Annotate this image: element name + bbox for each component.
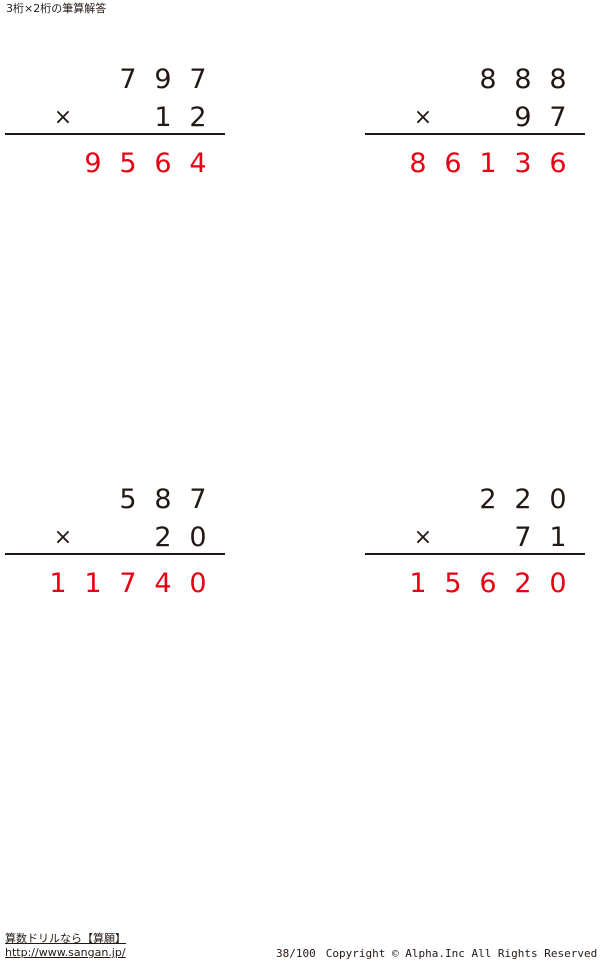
digit-cell: 8 [479,64,497,95]
problem-3: 5 8 7 × 2 0 1 1 7 4 0 [0,475,240,599]
digit-cell [80,521,106,555]
page-number: 38/100 [276,947,316,960]
digit-cell [440,63,466,97]
digit-cell: 7 [119,568,137,599]
multiplier-row: 9 7 [360,101,600,135]
digit-cell [45,101,71,135]
digit-cell [45,147,71,181]
digit-cell [440,101,466,135]
digit-cell: 3 [514,148,532,179]
digit-cell: 9 [514,102,532,133]
digit-cell [475,101,501,135]
digit-cell: 4 [154,568,172,599]
digit-cell [405,101,431,135]
digit-cell [115,521,141,555]
digit-cell: 5 [444,568,462,599]
digit-cell [115,101,141,135]
multiplicand-row: 2 2 0 [360,483,600,517]
multiplication-sign: × [413,105,433,130]
digit-cell: 7 [514,522,532,553]
digit-cell: 9 [154,64,172,95]
digit-cell: 1 [49,568,67,599]
product-row: 1 5 6 2 0 [360,567,600,601]
digit-cell: 1 [84,568,102,599]
digit-cell: 0 [549,484,567,515]
digit-cell: 2 [154,522,172,553]
product-row: 9 5 6 4 [0,147,240,181]
digit-cell: 7 [189,64,207,95]
digit-cell [405,483,431,517]
digit-cell: 0 [189,568,207,599]
digit-cell: 6 [549,148,567,179]
multiplication-sign: × [413,525,433,550]
digit-cell: 8 [409,148,427,179]
digit-cell: 1 [479,148,497,179]
digit-cell: 2 [514,568,532,599]
digit-cell: 6 [154,148,172,179]
digit-cell: 7 [549,102,567,133]
digit-cell [45,63,71,97]
digit-cell: 7 [119,64,137,95]
multiplicand-row: 7 9 7 [0,63,240,97]
copyright-notice: Copyright © Alpha.Inc All Rights Reserve… [325,947,600,960]
multiplier-row: 7 1 [360,521,600,555]
digit-cell: 2 [514,484,532,515]
problem-1: 7 9 7 × 1 2 9 5 6 4 [0,55,240,179]
multiplication-sign: × [53,105,73,130]
multiplication-sign: × [53,525,73,550]
site-url-link[interactable]: http://www.sangan.jp/ [5,946,126,959]
digit-cell: 4 [189,148,207,179]
multiplier-row: 1 2 [0,101,240,135]
calculation-rule [365,553,585,555]
multiplicand-row: 8 8 8 [360,63,600,97]
page-footer: 算数ドリルなら【算願】 http://www.sangan.jp/ 38/100… [0,928,600,968]
digit-cell: 8 [549,64,567,95]
digit-cell: 9 [84,148,102,179]
digit-cell: 8 [154,484,172,515]
calculation-rule [5,553,225,555]
footer-links: 算数ドリルなら【算願】 http://www.sangan.jp/ [5,932,126,960]
digit-cell: 1 [154,102,172,133]
problem-4: 2 2 0 × 7 1 1 5 6 2 0 [360,475,600,599]
digit-cell: 5 [119,148,137,179]
calculation-rule [5,133,225,135]
product-row: 1 1 7 4 0 [0,567,240,601]
digit-cell [440,521,466,555]
site-name-link[interactable]: 算数ドリルなら【算願】 [5,932,126,945]
digit-cell [80,63,106,97]
calculation-rule [365,133,585,135]
digit-cell: 0 [549,568,567,599]
page-title: 3桁×2桁の筆算解答 [6,2,107,15]
multiplier-row: 2 0 [0,521,240,555]
digit-cell: 2 [479,484,497,515]
digit-cell: 8 [514,64,532,95]
product-row: 8 6 1 3 6 [360,147,600,181]
digit-cell: 6 [479,568,497,599]
digit-cell [405,63,431,97]
digit-cell [45,521,71,555]
digit-cell: 7 [189,484,207,515]
footer-meta: 38/100 Copyright © Alpha.Inc All Rights R… [276,947,600,961]
digit-cell: 5 [119,484,137,515]
digit-cell [80,101,106,135]
digit-cell [475,521,501,555]
digit-cell: 0 [189,522,207,553]
digit-cell: 1 [409,568,427,599]
digit-cell [80,483,106,517]
multiplicand-row: 5 8 7 [0,483,240,517]
digit-cell: 2 [189,102,207,133]
digit-cell [440,483,466,517]
digit-cell [405,521,431,555]
problem-2: 8 8 8 × 9 7 8 6 1 3 6 [360,55,600,179]
digit-cell: 1 [549,522,567,553]
digit-cell: 6 [444,148,462,179]
digit-cell [45,483,71,517]
